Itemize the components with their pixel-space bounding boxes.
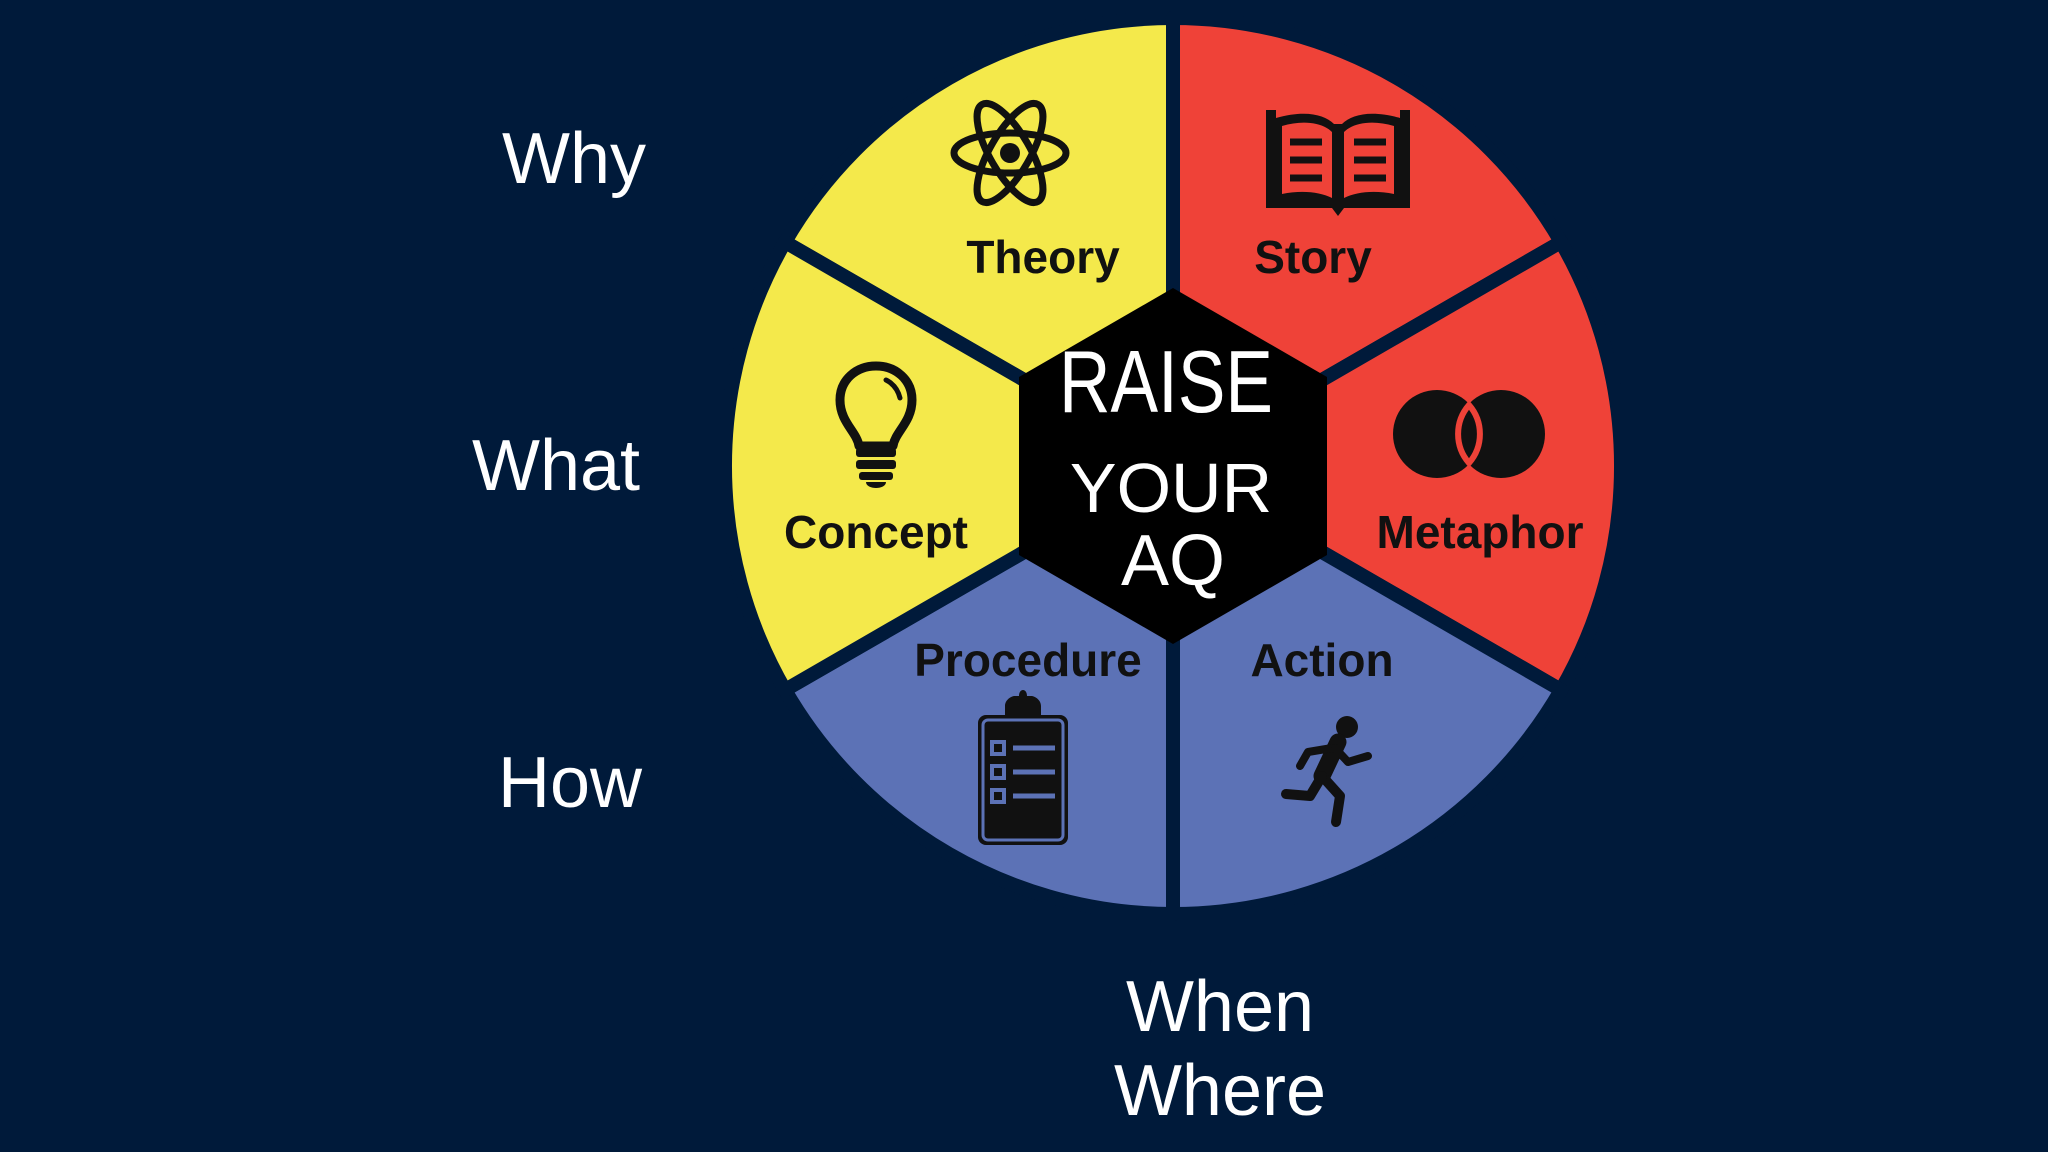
center-title-aq: AQ [1121, 521, 1225, 601]
center-hub [1019, 288, 1327, 644]
segment-concept-shape [718, 235, 1180, 697]
where-label: Where [1113, 1051, 1327, 1131]
concept-label: Concept [784, 506, 968, 558]
when-label: When [1125, 967, 1315, 1047]
center-title-your: YOUR [1070, 449, 1272, 527]
story-label: Story [1254, 231, 1372, 283]
clipboard-checklist-icon [978, 690, 1068, 845]
running-person-icon [1281, 716, 1372, 827]
procedure-label: Procedure [914, 634, 1142, 686]
how-label: How [498, 743, 643, 823]
segment-concept [718, 235, 1180, 697]
segment-metaphor [1166, 235, 1628, 697]
open-book-icon [1266, 110, 1410, 216]
atom-icon [950, 99, 1070, 207]
venn-icon [1393, 390, 1545, 478]
theory-label: Theory [966, 231, 1120, 283]
what-label: What [472, 426, 641, 506]
when-where-label: When Where [1070, 965, 1370, 1133]
center-title-raise: RAISE [1059, 332, 1273, 431]
lightbulb-icon [835, 361, 917, 488]
action-label: Action [1250, 634, 1393, 686]
segment-metaphor-shape [1166, 235, 1628, 697]
metaphor-label: Metaphor [1377, 506, 1584, 558]
why-label: Why [502, 119, 646, 199]
